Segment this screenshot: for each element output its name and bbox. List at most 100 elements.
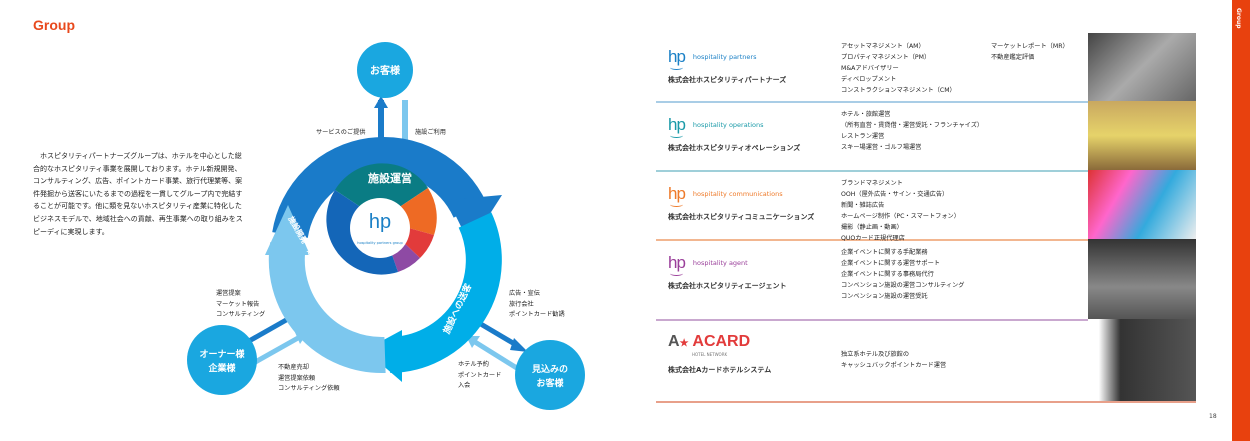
customer-label: お客様 xyxy=(370,64,401,77)
service-list: ホテル・旅館運営 （所有直営・賃貸借・運営受託・フランチャイズ） レストラン運営スキ… xyxy=(841,109,983,153)
company-photo xyxy=(1088,33,1196,101)
service-item: ホテル・旅館運営 xyxy=(841,111,891,118)
label-operation: 施設運営 xyxy=(368,171,412,185)
cycle-sending xyxy=(389,212,502,373)
arrow-head xyxy=(374,96,388,108)
service-item: ホームページ制作（PC・スマートフォン） xyxy=(841,213,960,220)
service-item: プロパティマネジメント（PM） xyxy=(841,54,931,61)
service-item: キャッシュバックポイントカード運営 xyxy=(841,362,947,369)
arrow-text: 旅行会社 xyxy=(509,300,534,308)
arrow-text: 運営提案依頼 xyxy=(278,374,316,382)
side-tab-label: Group xyxy=(1235,8,1242,29)
segment-operations xyxy=(335,163,428,220)
page-number: 18 xyxy=(1209,413,1217,420)
service-item: スキー場運営・ゴルフ場運営 xyxy=(841,144,922,151)
service-item: （所有直営・賃貸借・運営受託・フランチャイズ） xyxy=(841,122,984,129)
service-item: マーケットレポート（MR） xyxy=(991,43,1069,50)
cycle-operation xyxy=(272,137,487,239)
service-list: 企業イベントに関する手配業務企業イベントに関する運営サポート企業イベントに関する… xyxy=(841,247,964,302)
company-name: 株式会社ホスピタリティコミュニケーションズ xyxy=(668,213,815,221)
arrow-text: ホテル予約 xyxy=(458,361,489,368)
page-title: Group xyxy=(33,17,75,33)
brand-name: HOTEL NETWORK xyxy=(692,352,728,357)
service-list: マーケットレポート（MR） 不動産鑑定評価 xyxy=(991,41,1069,63)
cycle-development xyxy=(268,242,386,374)
label-service-provide: サービスのご提供 xyxy=(316,129,366,136)
prospect-circle xyxy=(515,340,585,410)
brand-name: hospitality partners xyxy=(692,53,757,61)
service-item: 新聞・雑誌広告 xyxy=(841,202,885,209)
hp-logo: hp xyxy=(668,47,686,70)
service-list: 独立系ホテル及び旅館のキャッシュバックポイントカード運営 xyxy=(841,349,946,371)
service-item: 撮影（静止画・動画） xyxy=(841,224,903,231)
brand-name: hospitality agent xyxy=(692,259,748,267)
arrow-text: 運営提案 xyxy=(216,290,241,297)
company-name: 株式会社ホスピタリティパートナーズ xyxy=(668,76,787,84)
owner-label: 企業様 xyxy=(207,362,236,374)
cycle-arrow-head xyxy=(265,205,310,255)
arrow-text: ポイントカード xyxy=(458,371,502,379)
acard-logo-text: ACARD xyxy=(692,333,751,350)
label-from-prospect: ホテル予約ポイントカード入会 xyxy=(458,360,501,392)
service-item: コンベンション施設の運営受託 xyxy=(841,293,928,300)
company-row: hp hospitality operations 株式会社ホスピタリティオペレー… xyxy=(656,101,1196,172)
arrow-text: 入会 xyxy=(458,382,471,389)
arrow-head xyxy=(510,338,528,352)
hp-logo: hp xyxy=(668,253,686,276)
label-to-prospect: 広告・宣伝旅行会社ポイントカード勧誘 xyxy=(509,289,565,321)
service-item: QUOカード正規代理店 xyxy=(841,235,905,242)
service-item: OOH（屋外広告・サイン・交通広告） xyxy=(841,191,949,198)
service-item: 不動産鑑定評価 xyxy=(991,54,1035,61)
intro-text: ホスピタリティパートナーズグループは、ホテルを中心とした総合的なホスピタリティ事… xyxy=(33,152,243,236)
company-name: 株式会社Aカードホテルシステム xyxy=(668,366,772,374)
service-item: コンベンション施設の運営コンサルティング xyxy=(841,282,965,289)
center-name: hospitality partners group xyxy=(357,241,403,245)
hp-logo: hp xyxy=(668,115,686,138)
company-photo xyxy=(1088,319,1196,401)
company-row: hp hospitality communications 株式会社ホスピタリティ… xyxy=(656,170,1196,244)
company-photo xyxy=(1088,239,1196,319)
arrow-text: 広告・宣伝 xyxy=(509,290,540,297)
label-facility-use: 施設ご利用 xyxy=(415,129,446,136)
group-cycle-diagram: hp hospitality partners group 施設運営 施設への送… xyxy=(187,42,585,410)
company-photo xyxy=(1088,170,1196,239)
center-hp: hp xyxy=(369,211,391,233)
label-from-owner: 不動産売却運営提案依頼コンサルティング依頼 xyxy=(278,363,340,395)
company-row: hp hospitality agent 株式会社ホスピタリティエージェント 企業… xyxy=(656,239,1196,321)
service-item: ブランドマネジメント xyxy=(841,180,903,187)
brand-name: hospitality operations xyxy=(692,121,764,129)
company-photo xyxy=(1088,101,1196,170)
arrow-text: 不動産売却 xyxy=(278,364,309,371)
hp-logo: hp xyxy=(668,184,686,207)
service-item: コンストラクションマネジメント（CM） xyxy=(841,87,956,94)
side-tab: Group xyxy=(1232,0,1250,441)
company-name: 株式会社ホスピタリティエージェント xyxy=(668,282,787,290)
service-item: 企業イベントに関する事務局代行 xyxy=(841,271,934,278)
center-logo xyxy=(350,198,410,258)
owner-label: オーナー様 xyxy=(199,348,245,360)
arrow-text: コンサルティング xyxy=(216,311,266,318)
service-item: M&Aアドバイザリー xyxy=(841,65,899,72)
customer-circle xyxy=(357,42,413,98)
service-item: ディベロップメント xyxy=(841,76,897,83)
arrow-text: ポイントカード勧誘 xyxy=(509,311,565,318)
service-item: アセットマネジメント（AM） xyxy=(841,43,925,50)
arrow-text: マーケット報告 xyxy=(216,300,260,308)
prospect-label: お客様 xyxy=(536,377,564,389)
service-list: ブランドマネジメント OOH（屋外広告・サイン・交通広告） 新聞・雑誌広告ホームペー… xyxy=(841,178,960,244)
service-item: 企業イベントに関する運営サポート xyxy=(841,260,940,267)
brand-name: hospitality communications xyxy=(692,190,783,198)
label-to-owner: 運営提案マーケット報告コンサルティング xyxy=(216,289,265,321)
service-list: アセットマネジメント（AM） プロパティマネジメント（PM） M&Aアドバイザリーデ… xyxy=(841,41,956,96)
service-item: 企業イベントに関する手配業務 xyxy=(841,249,928,256)
service-item: レストラン運営 xyxy=(841,133,885,140)
company-row: hp hospitality partners 株式会社ホスピタリティパートナーズ… xyxy=(656,33,1196,103)
service-item: 独立系ホテル及び旅館の xyxy=(841,351,910,358)
company-name: 株式会社ホスピタリティオペレーションズ xyxy=(668,144,801,152)
arrow-from-owner xyxy=(248,335,300,368)
arrow-text: コンサルティング依頼 xyxy=(278,385,340,392)
prospect-label: 見込みの xyxy=(531,363,568,375)
arrow-from-prospect xyxy=(473,339,522,373)
